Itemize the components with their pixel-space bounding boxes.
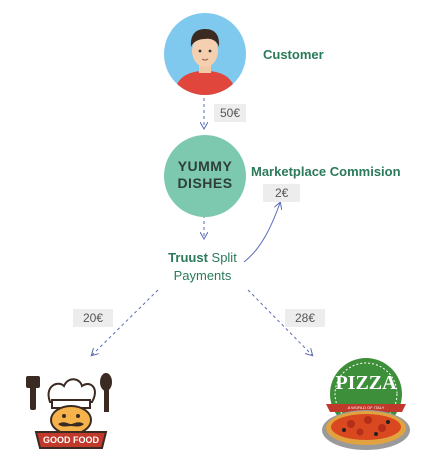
good-food-logo: GOOD FOOD bbox=[20, 372, 120, 456]
good-food-logo-text: GOOD FOOD bbox=[43, 435, 99, 445]
split-text: Split bbox=[207, 250, 237, 265]
commission-amount: 2€ bbox=[263, 184, 301, 202]
marketplace-logo-line2: DISHES bbox=[177, 175, 233, 191]
pizza-logo-subtext: A WORLD OF ITALY bbox=[347, 405, 385, 410]
split-line2: Payments bbox=[173, 268, 232, 283]
pizza-logo: PIZZA A WORLD OF ITALY bbox=[316, 354, 416, 454]
pizza-logo-text: PIZZA bbox=[335, 372, 397, 394]
pizza-icon bbox=[322, 358, 410, 450]
commission-arrow bbox=[243, 203, 280, 263]
person-icon bbox=[174, 29, 236, 95]
customer-avatar bbox=[164, 13, 246, 95]
marketplace-logo-line1: YUMMY bbox=[177, 158, 233, 174]
chef-icon bbox=[26, 373, 112, 449]
split-payments-label: Truust Split Payments bbox=[150, 249, 255, 285]
payout-amount-goodfood: 20€ bbox=[73, 309, 114, 327]
commission-label: Marketplace Commision bbox=[251, 164, 401, 179]
payout-amount-pizza: 28€ bbox=[285, 309, 326, 327]
marketplace-logo: YUMMY DISHES bbox=[164, 135, 246, 217]
customer-label: Customer bbox=[263, 47, 324, 62]
payment-amount: 50€ bbox=[214, 104, 247, 122]
split-brand: Truust bbox=[168, 250, 208, 265]
